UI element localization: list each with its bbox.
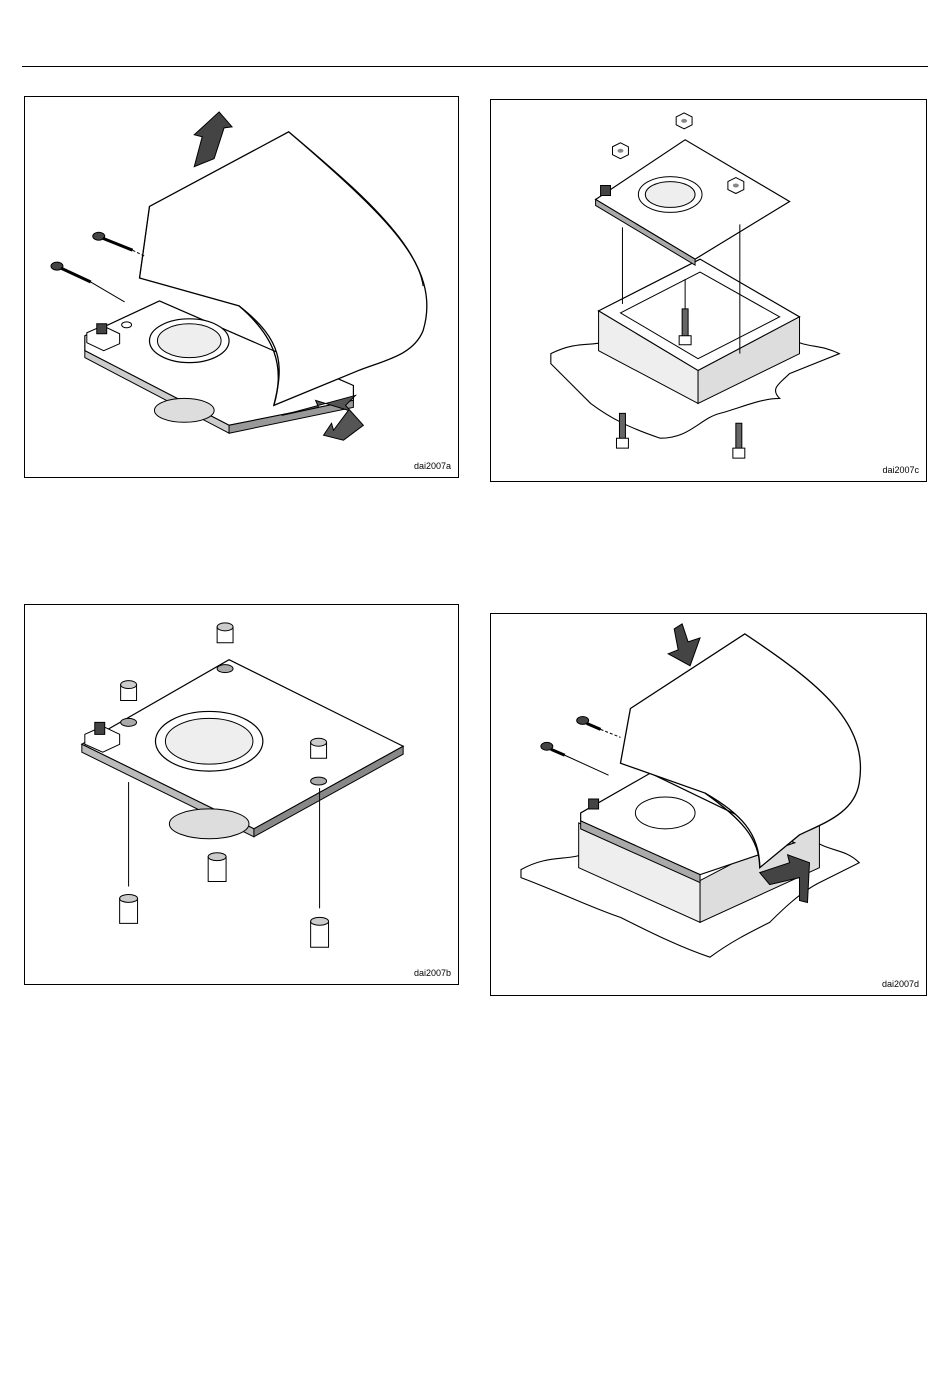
- duct-inner: [157, 324, 221, 358]
- switch-icon: [601, 186, 611, 196]
- nut-icon: [676, 113, 692, 129]
- base-plate: [596, 140, 790, 265]
- switch-icon: [589, 799, 599, 809]
- figure-remove-cover: dai2007a: [24, 96, 459, 478]
- header-rule: [22, 66, 928, 67]
- illustration-mount-frame: [491, 100, 926, 481]
- illustration-remove-cover: [25, 97, 458, 477]
- figure-caption: dai2007b: [414, 968, 451, 978]
- nut-icon: [728, 178, 744, 194]
- screw-icon: [51, 262, 125, 302]
- screw-icon: [577, 716, 621, 737]
- standoff-icon: [208, 853, 226, 882]
- mount-hole: [122, 322, 132, 328]
- screw-icon: [541, 742, 609, 775]
- standoff-icon: [120, 894, 138, 923]
- spacer-icon: [121, 681, 137, 727]
- figure-caption: dai2007c: [882, 465, 919, 475]
- arrow-down-icon: [668, 624, 700, 666]
- arrow-up-icon: [194, 112, 232, 167]
- figure-spacers: dai2007b: [24, 604, 459, 985]
- figure-mount-frame: dai2007c: [490, 99, 927, 482]
- illustration-install-cover: [491, 614, 926, 995]
- figure-caption: dai2007a: [414, 461, 451, 471]
- figure-caption: dai2007d: [882, 979, 919, 989]
- illustration-spacers: [25, 605, 458, 984]
- screw-icon: [93, 232, 145, 256]
- nut-icon: [613, 143, 629, 159]
- standoff-icon: [311, 917, 329, 947]
- figure-install-cover: dai2007d: [490, 613, 927, 996]
- bolt-icon: [733, 423, 745, 458]
- duct-inner: [165, 718, 253, 764]
